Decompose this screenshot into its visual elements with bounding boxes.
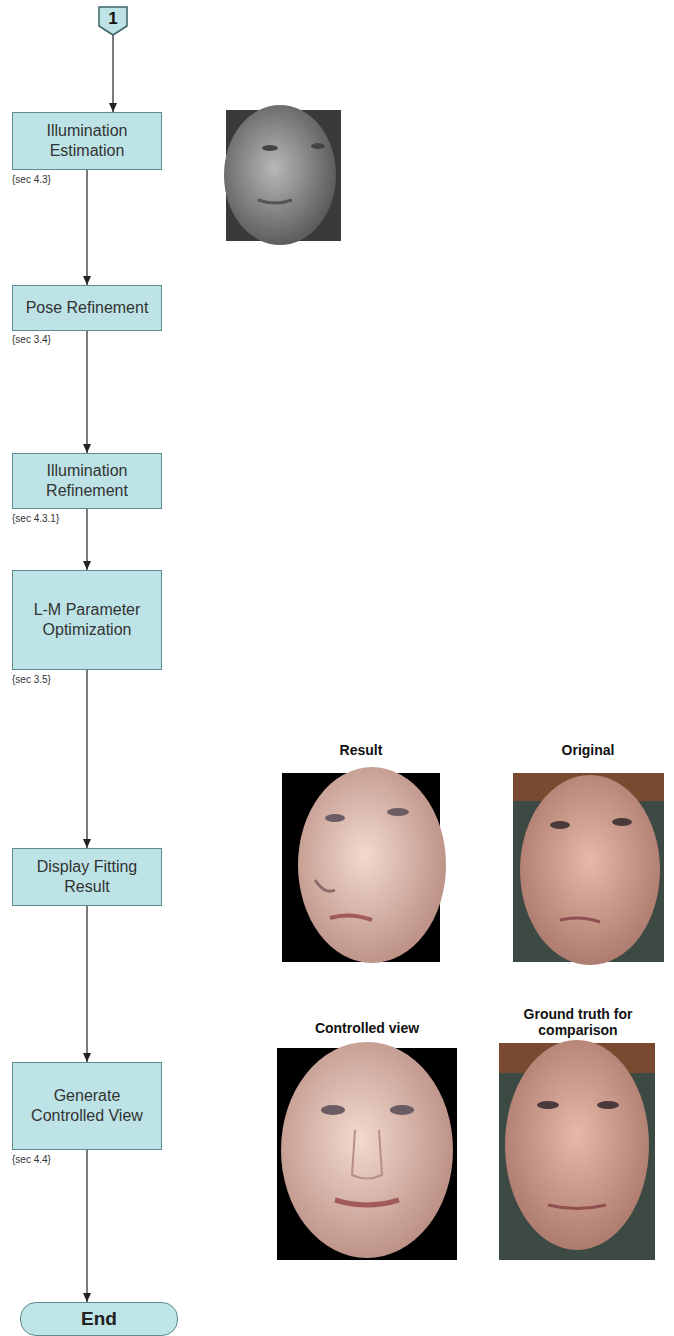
section-ref: {sec 4.4} <box>12 1154 51 1165</box>
flow-arrow <box>86 670 87 848</box>
node-label: Illumination Estimation <box>19 121 155 161</box>
offpage-connector: 1 <box>98 6 128 36</box>
node-text-group: Pose Refinement <box>26 298 149 318</box>
node-text-group: End <box>81 1308 117 1330</box>
process-box: Illumination Refinement <box>12 453 162 509</box>
gray-face <box>224 105 341 245</box>
flow-arrow <box>86 509 87 570</box>
flow-arrow <box>86 906 87 1062</box>
image-caption: Original <box>513 742 663 758</box>
node-label: Illumination Refinement <box>19 461 155 501</box>
process-box: Generate Controlled View <box>12 1062 162 1150</box>
image-caption: Ground truth for comparison <box>508 1006 648 1038</box>
node-label: Generate Controlled View <box>19 1086 155 1126</box>
node-label: End <box>81 1308 117 1330</box>
node-text-group: Illumination Estimation <box>19 121 155 161</box>
flow-arrow <box>112 35 113 112</box>
result-face <box>282 767 446 963</box>
section-ref: {sec 4.3.1} <box>12 513 59 524</box>
flow-arrow <box>86 1150 87 1302</box>
node-label: L-M Parameter Optimization <box>19 600 155 640</box>
node-text-group: Display Fitting Result <box>19 857 155 897</box>
node-label: Pose Refinement <box>26 298 149 318</box>
process-box: Display Fitting Result <box>12 848 162 906</box>
image-caption: Controlled view <box>277 1020 457 1036</box>
node-text-group: 1 <box>108 9 117 29</box>
image-caption: Result <box>286 742 436 758</box>
node-text-group: Generate Controlled View <box>19 1086 155 1126</box>
section-ref: {sec 4.3} <box>12 174 51 185</box>
ground-truth-face <box>499 1040 655 1260</box>
flow-arrow <box>86 170 87 285</box>
controlled-view-face <box>277 1042 457 1260</box>
process-box: Illumination Estimation <box>12 112 162 170</box>
original-face <box>513 773 664 965</box>
flow-arrow <box>86 331 87 453</box>
node-text-group: L-M Parameter Optimization <box>19 600 155 640</box>
terminator: End <box>20 1302 178 1336</box>
section-ref: {sec 3.4} <box>12 334 51 345</box>
node-label: 1 <box>108 9 117 29</box>
process-box: Pose Refinement <box>12 285 162 331</box>
node-label: Display Fitting Result <box>19 857 155 897</box>
process-box: L-M Parameter Optimization <box>12 570 162 670</box>
node-text-group: Illumination Refinement <box>19 461 155 501</box>
section-ref: {sec 3.5} <box>12 674 51 685</box>
